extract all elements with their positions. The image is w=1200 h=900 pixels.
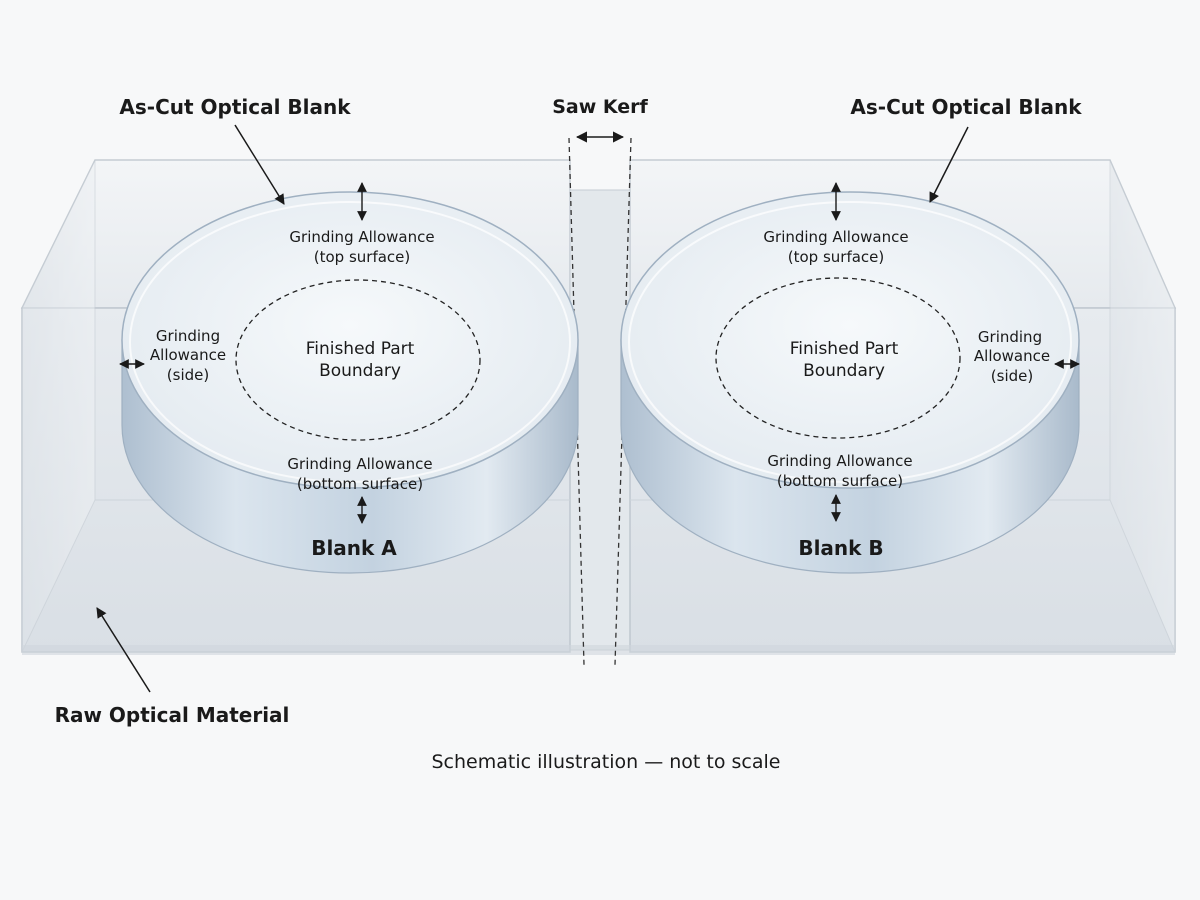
raw-material-leader [96, 607, 151, 693]
blank-a-finished-line2: Boundary [319, 361, 401, 381]
blank-a [119, 182, 579, 574]
as-cut-left-leader [234, 124, 285, 205]
blank-a-side-line3: (side) [167, 366, 209, 384]
blank-a-top-face [121, 191, 579, 489]
as-cut-left-label: As-Cut Optical Blank [119, 95, 351, 119]
blank-b-top-allowance-line2: (top surface) [788, 248, 885, 266]
blank-a-side-line2: Allowance [150, 346, 226, 364]
blank-b-side-line3: (side) [991, 367, 1033, 385]
blank-b-finished-line1: Finished Part [790, 339, 899, 359]
blank-a-name: Blank A [311, 536, 397, 560]
as-cut-right-leader [929, 126, 969, 203]
blank-b-top-allowance-line1: Grinding Allowance [763, 228, 908, 246]
saw-kerf-label: Saw Kerf [552, 96, 648, 118]
blank-b [620, 182, 1080, 574]
blank-a-bottom-allowance-line1: Grinding Allowance [287, 455, 432, 473]
blank-b-finished-boundary [715, 277, 961, 439]
blank-a-top-allowance-line1: Grinding Allowance [289, 228, 434, 246]
blank-a-top-allowance-line2: (top surface) [314, 248, 411, 266]
caption: Schematic illustration — not to scale [432, 751, 781, 773]
blank-a-side-line1: Grinding [156, 327, 220, 345]
blank-b-finished-line2: Boundary [803, 361, 885, 381]
as-cut-right-label: As-Cut Optical Blank [850, 95, 1082, 119]
blank-b-name: Blank B [798, 536, 883, 560]
blank-a-finished-line1: Finished Part [306, 339, 415, 359]
raw-material-label: Raw Optical Material [55, 703, 290, 727]
blank-a-finished-boundary [235, 279, 481, 441]
blank-b-side-line1: Grinding [978, 328, 1042, 346]
blank-b-side-line2: Allowance [974, 347, 1050, 365]
blank-a-bottom-allowance-line2: (bottom surface) [297, 475, 423, 493]
blank-b-bottom-allowance-line1: Grinding Allowance [767, 452, 912, 470]
blank-b-top-face [620, 191, 1080, 489]
blank-b-bottom-allowance-line2: (bottom surface) [777, 472, 903, 490]
